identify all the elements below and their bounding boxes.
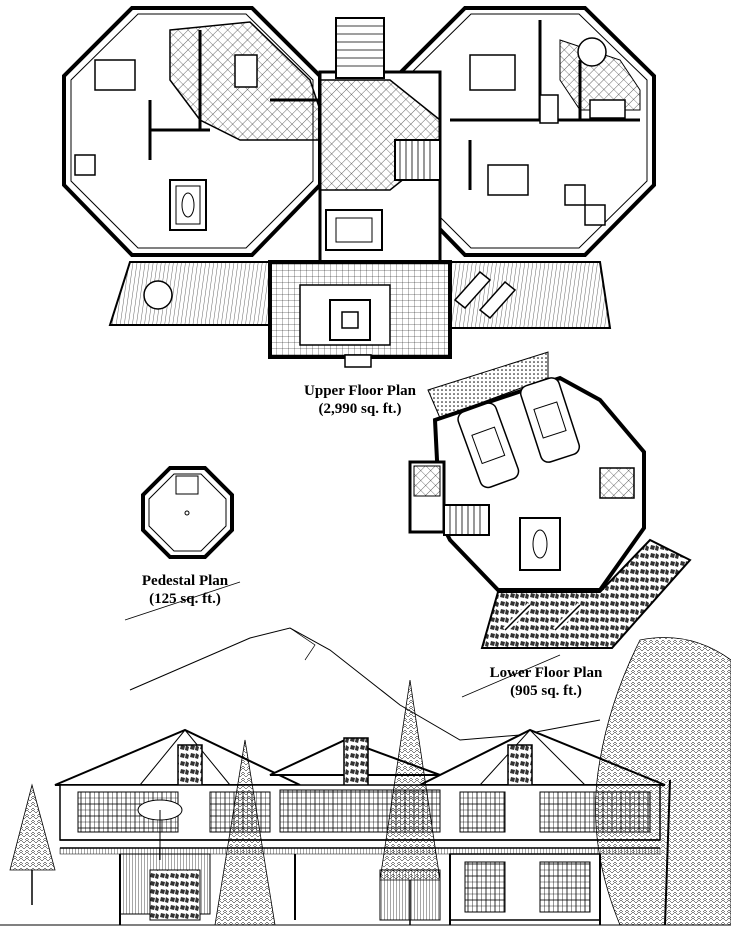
pedestal-label: Pedestal Plan (125 sq. ft.) xyxy=(125,572,245,608)
upper-floor-area: (2,990 sq. ft.) xyxy=(318,401,402,417)
lower-stone-patio xyxy=(480,538,692,649)
lower-floor-plan xyxy=(408,351,692,649)
car-left xyxy=(457,402,520,489)
pedestal-title: Pedestal Plan xyxy=(141,573,229,589)
car-right xyxy=(519,377,581,463)
elevation-trees xyxy=(9,637,731,926)
lower-floor-title: Lower Floor Plan xyxy=(489,665,603,681)
pedestal-area: (125 sq. ft.) xyxy=(149,591,221,607)
upper-floor-label: Upper Floor Plan (2,990 sq. ft.) xyxy=(290,382,430,418)
leader-lines xyxy=(124,581,561,698)
pedestal-plan xyxy=(141,466,234,559)
lower-floor-label: Lower Floor Plan (905 sq. ft.) xyxy=(476,664,616,700)
upper-floor-plan xyxy=(62,6,656,368)
upper-floor-title: Upper Floor Plan xyxy=(304,383,416,399)
left-deck xyxy=(108,261,271,326)
lower-floor-area: (905 sq. ft.) xyxy=(510,683,582,699)
